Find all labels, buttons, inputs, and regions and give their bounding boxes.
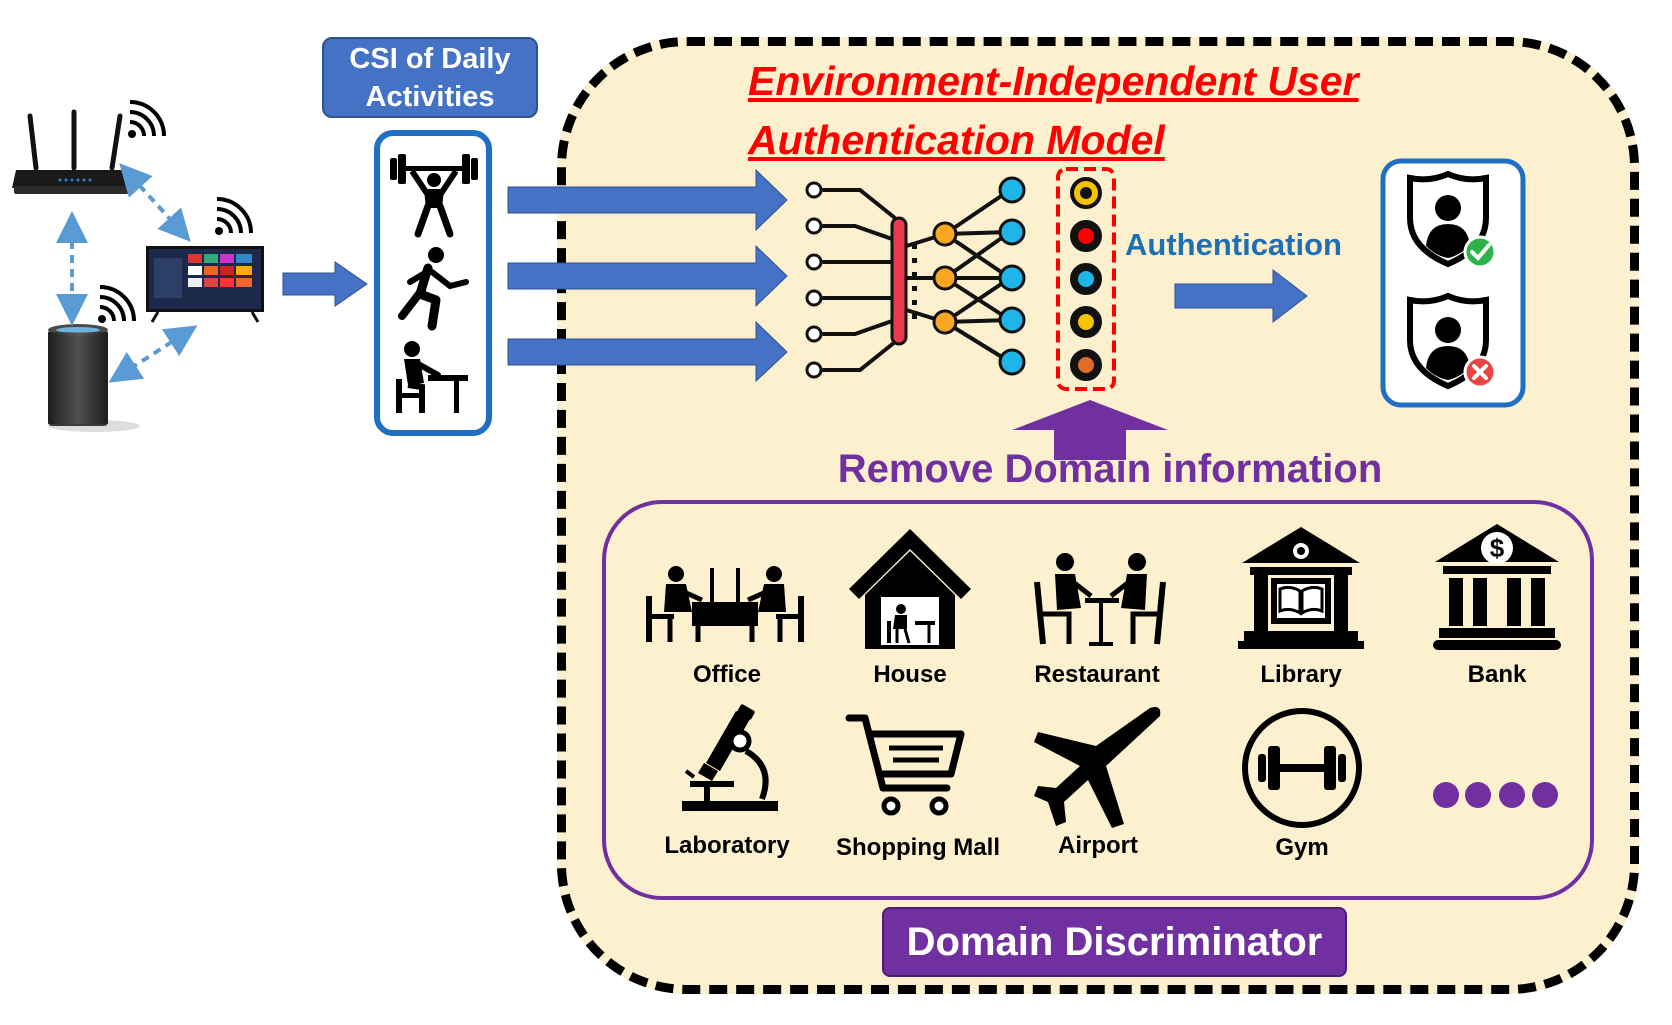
- user-rejected-shield-icon: [1407, 292, 1497, 390]
- authentication-arrow: [1174, 268, 1308, 324]
- dumbbell-icon: [1242, 708, 1362, 828]
- house-icon: [849, 529, 971, 649]
- weightlifting-icon: [390, 154, 478, 238]
- environment-label: House: [873, 661, 947, 688]
- neural-network-icon: [805, 176, 1026, 379]
- library-icon: [1238, 527, 1364, 649]
- airplane-icon: [1034, 707, 1161, 828]
- environment-label: Laboratory: [664, 832, 790, 859]
- environment-label: Restaurant: [1034, 661, 1160, 688]
- bank-icon: $: [1433, 524, 1561, 650]
- environment-label: Airport: [1058, 832, 1138, 859]
- feature-vector: [1056, 167, 1116, 391]
- domain-discriminator-label: Domain Discriminator: [882, 907, 1347, 977]
- model-title-line2: Authentication Model: [748, 117, 1165, 163]
- wifi-router-icon: [12, 109, 136, 194]
- device-connections: [56, 163, 198, 383]
- authentication-label: Authentication: [1125, 227, 1342, 262]
- environment-label: Office: [692, 661, 761, 688]
- more-dots-icon: [1433, 782, 1558, 808]
- activities-box: [374, 130, 492, 436]
- environment-label: Gym: [1275, 834, 1329, 861]
- shopping-cart-icon: [845, 714, 965, 816]
- svg-text:$: $: [1490, 533, 1505, 563]
- office-icon: [646, 566, 804, 642]
- remove-domain-arrow: [1012, 400, 1168, 460]
- restaurant-icon: [1034, 553, 1166, 646]
- arrow-icon: [282, 261, 368, 307]
- wifi-signal-icon: [215, 197, 253, 235]
- environment-label: Bank: [1467, 661, 1527, 688]
- microscope-icon: [682, 704, 778, 811]
- wifi-signal-icon: [128, 100, 166, 138]
- smart-speaker-icon: [48, 324, 140, 432]
- environment-label: Shopping Mall: [836, 834, 1000, 861]
- wifi-signal-icon: [98, 285, 136, 323]
- environment-label: Library: [1260, 661, 1342, 688]
- input-arrows: [507, 168, 788, 383]
- remove-domain-label: Remove Domain information: [837, 447, 1383, 491]
- model-title: Environment-Independent User Authenticat…: [748, 52, 1428, 170]
- user-verified-shield-icon: [1407, 170, 1497, 269]
- csi-label: CSI of Daily Activities: [322, 37, 538, 118]
- environment-box: [602, 500, 1594, 900]
- desk-work-icon: [396, 341, 468, 413]
- smart-tv-icon: [146, 246, 264, 323]
- model-title-line1: Environment-Independent User: [748, 58, 1359, 104]
- running-icon: [398, 247, 469, 331]
